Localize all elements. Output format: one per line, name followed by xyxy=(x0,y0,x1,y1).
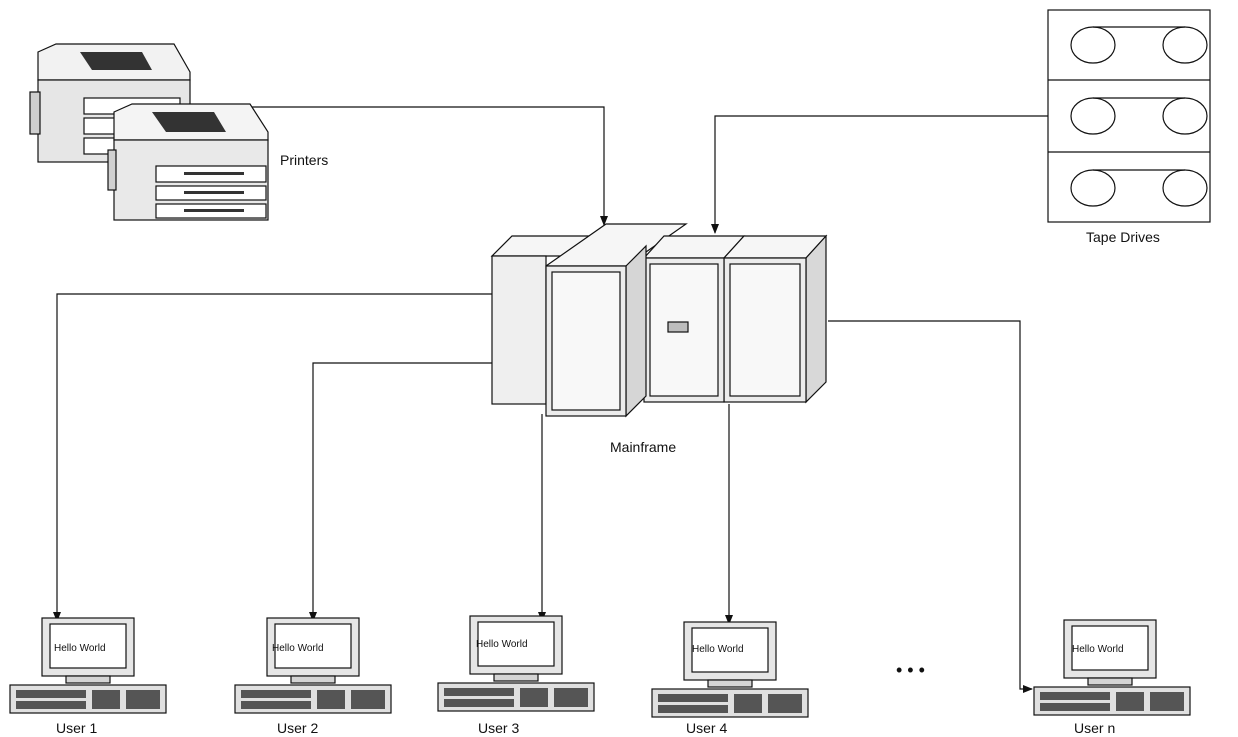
screen-text: Hello World xyxy=(272,643,324,654)
ellipsis: • • • xyxy=(896,660,925,680)
user-label: User 3 xyxy=(478,720,519,736)
printers-label: Printers xyxy=(280,152,328,168)
printer-front-icon xyxy=(107,103,269,221)
screen-text: Hello World xyxy=(1072,644,1124,655)
connections xyxy=(53,106,1142,693)
printers-group: Printers xyxy=(29,43,328,221)
user-terminal-4: Hello World User 4 xyxy=(651,621,809,736)
tape-drives-label: Tape Drives xyxy=(1086,229,1160,245)
mainframe-to-user2-line xyxy=(309,362,492,622)
user-label: User n xyxy=(1074,720,1115,736)
mainframe-label: Mainframe xyxy=(610,439,676,455)
user-terminal-n: Hello World User n xyxy=(1033,619,1191,736)
user-label: User 4 xyxy=(686,720,727,736)
user-terminal-3: Hello World User 3 xyxy=(437,615,595,736)
mainframe-to-usern-line xyxy=(828,320,1033,693)
screen-text: Hello World xyxy=(476,639,528,650)
user-terminal-1: Hello World User 1 xyxy=(9,617,167,736)
mainframe-to-user1-line xyxy=(53,293,492,622)
screen-text: Hello World xyxy=(692,644,744,655)
user-label: User 2 xyxy=(277,720,318,736)
tape-drives-group: Tape Drives xyxy=(1047,9,1211,245)
tape-drives-cabinet xyxy=(1047,9,1211,223)
tape-to-mainframe-line xyxy=(711,115,1142,234)
user-terminal-2: Hello World User 2 xyxy=(234,617,392,736)
tape-reel-2-icon xyxy=(1070,97,1208,135)
tape-reel-3-icon xyxy=(1070,169,1208,207)
mainframe-icon: Mainframe xyxy=(490,223,828,455)
screen-text: Hello World xyxy=(54,643,106,654)
tape-reel-1-icon xyxy=(1070,26,1208,64)
user-label: User 1 xyxy=(56,720,97,736)
printer-to-mainframe-line xyxy=(252,106,608,226)
